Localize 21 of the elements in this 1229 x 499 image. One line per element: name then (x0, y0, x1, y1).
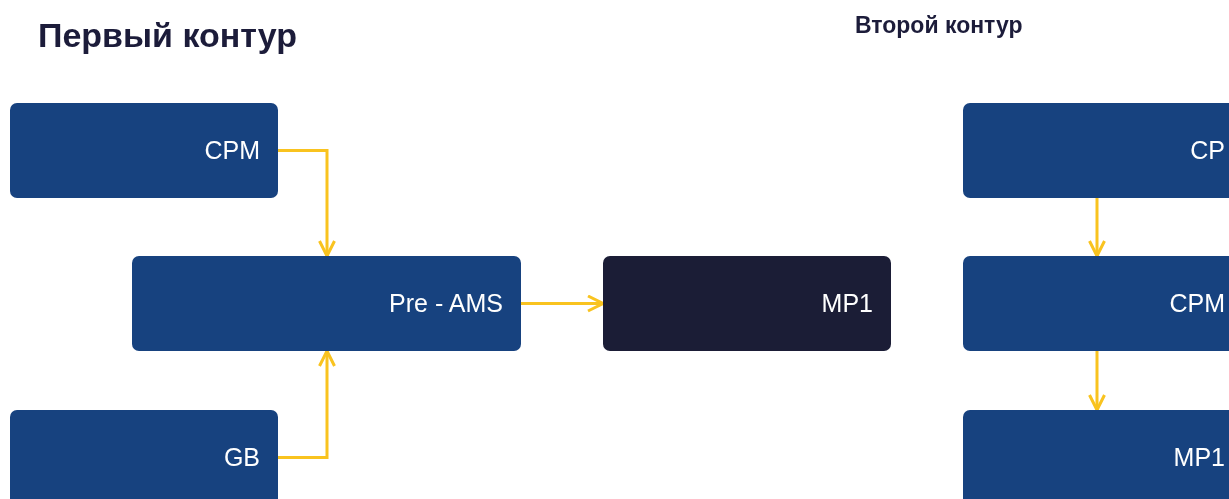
box-label: Pre - AMS (389, 289, 503, 318)
arrow (1088, 351, 1106, 412)
box-label: GB (223, 443, 260, 472)
process-box (132, 256, 521, 351)
box-label: MP1 (821, 289, 873, 318)
heading: Первый контур (38, 16, 297, 55)
process-box (603, 256, 891, 351)
box-label: CPM (1169, 289, 1225, 318)
process-box (963, 103, 1229, 198)
process-box (963, 410, 1229, 499)
heading: Второй контур (855, 12, 1023, 39)
arrow (1088, 198, 1106, 258)
box-label: CP (1190, 136, 1225, 165)
box-label: MP1 (1173, 443, 1225, 472)
arrow (278, 349, 336, 459)
process-box (10, 410, 278, 499)
box-label: CPM (204, 136, 260, 165)
arrow (278, 149, 336, 258)
process-box (963, 256, 1229, 351)
arrow (521, 294, 605, 313)
process-box (10, 103, 278, 198)
